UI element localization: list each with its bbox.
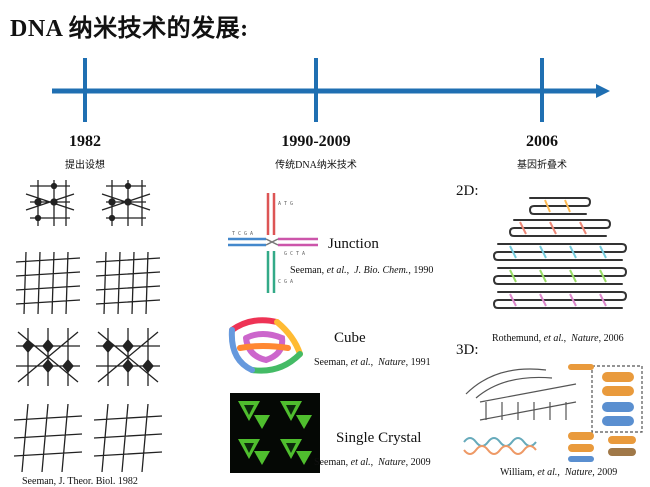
left-citation: Seeman, J. Theor. Biol. 1982	[22, 476, 138, 487]
lattice-sketch-4a	[13, 403, 83, 473]
origami-2d-diagram	[492, 197, 628, 309]
cube-label: Cube	[334, 330, 366, 346]
svg-text:T C G A: T C G A	[232, 231, 253, 237]
timeline-subtitle-1982: 提出设想	[65, 160, 105, 171]
svg-text:C G A: C G A	[278, 279, 293, 285]
junction-citation: Seeman, et al., J. Bio. Chem., 1990	[290, 265, 434, 276]
origami-2d-label: 2D:	[456, 183, 479, 199]
lattice-sketch-3a	[16, 328, 80, 386]
crystal-citation: Seeman, et al., Nature, 2009	[314, 457, 431, 468]
page-title: DNA 纳米技术的发展:	[10, 16, 249, 42]
timeline-arrow	[52, 58, 610, 122]
svg-text:A T G: A T G	[278, 201, 293, 207]
junction-label: Junction	[328, 236, 379, 252]
timeline-subtitle-1990-2009: 传统DNA纳米技术	[275, 160, 357, 171]
timeline-year-1982: 1982	[69, 133, 101, 150]
cube-citation: Seeman, et al., Nature, 1991	[314, 357, 431, 368]
junction-diagram: A T G C G A T C G A G C T A	[228, 193, 318, 293]
origami-3d-citation: William, et al., Nature, 2009	[500, 467, 618, 478]
lattice-sketch-2b	[95, 251, 161, 315]
lattice-sketch-2a	[15, 251, 81, 315]
lattice-sketch-4b	[93, 403, 163, 473]
origami-2d-citation: Rothemund, et al., Nature, 2006	[492, 333, 624, 344]
origami-3d-diagram	[463, 364, 643, 462]
timeline-year-1990-2009: 1990-2009	[281, 133, 351, 150]
crystal-image	[230, 393, 320, 473]
crystal-label: Single Crystal	[336, 430, 422, 446]
lattice-sketch-1a	[25, 180, 75, 226]
timeline-year-2006: 2006	[526, 133, 558, 150]
svg-text:G C T A: G C T A	[284, 251, 305, 257]
origami-3d-label: 3D:	[456, 342, 479, 358]
timeline-subtitle-2006: 基因折叠术	[517, 160, 567, 171]
lattice-sketch-3b	[96, 328, 160, 386]
cube-diagram	[228, 317, 303, 374]
lattice-sketch-1b	[101, 180, 151, 226]
lattice-sketches	[13, 180, 163, 473]
